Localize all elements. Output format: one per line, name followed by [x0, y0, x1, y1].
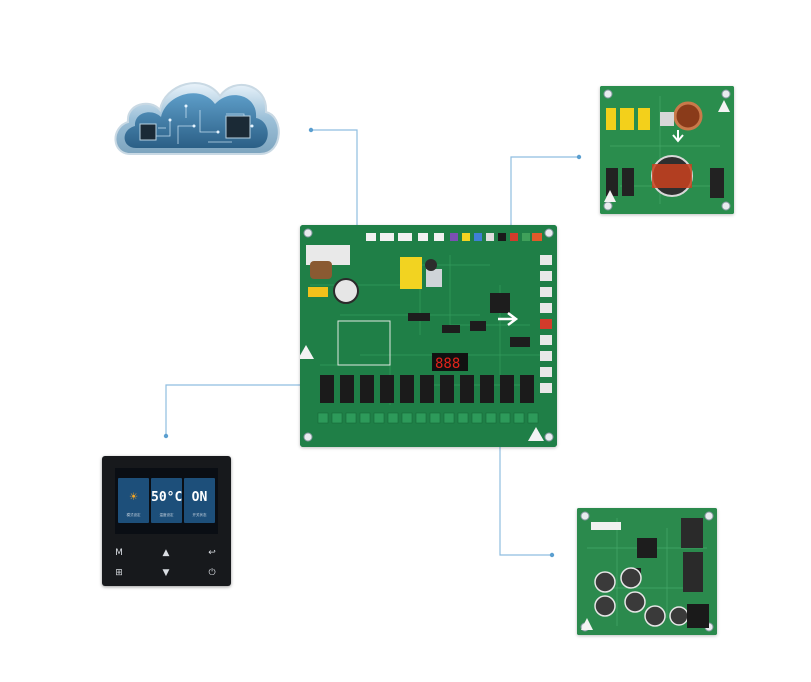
mode-tile[interactable]: ☀ 模式设定 [118, 478, 149, 523]
temperature-tile-caption: 温度设定 [159, 513, 174, 517]
wired-controller: ☀ 模式设定 50°C 温度设定 ON 开关状态 M ▲ ↩ ⊞ ▼ ⏻ [102, 456, 231, 586]
mode-icon[interactable]: M [115, 548, 123, 558]
power-icon[interactable]: ⏻ [208, 568, 216, 578]
connector-dot-drive [549, 552, 555, 558]
up-arrow-icon[interactable]: ▲ [162, 548, 170, 558]
drive-board [577, 508, 717, 635]
connector-filter [510, 156, 579, 232]
mode-tile-caption: 模式设定 [126, 513, 141, 517]
main-control-board: 888 [300, 225, 557, 447]
cloud-circuit-icon [108, 66, 286, 164]
grid-menu-icon[interactable]: ⊞ [115, 568, 123, 578]
connector-dot-cloud [308, 127, 314, 133]
power-status-tile[interactable]: ON 开关状态 [184, 478, 215, 523]
connector-drive [499, 438, 552, 556]
mode-tile-value: ☀ [129, 490, 138, 505]
back-icon[interactable]: ↩ [208, 548, 216, 558]
screen-status-bar [118, 470, 215, 476]
connector-controller [165, 384, 302, 436]
temperature-tile[interactable]: 50°C 温度设定 [151, 478, 182, 523]
screen-footer [118, 524, 215, 531]
svg-text:888: 888 [435, 356, 460, 372]
filter-board [600, 86, 734, 214]
controller-screen: ☀ 模式设定 50°C 温度设定 ON 开关状态 [115, 468, 218, 534]
down-arrow-icon[interactable]: ▼ [162, 568, 170, 578]
power-status-tile-caption: 开关状态 [192, 513, 207, 517]
power-status-tile-value: ON [191, 490, 208, 505]
connector-dot-controller [163, 433, 169, 439]
temperature-tile-value: 50°C [151, 490, 183, 505]
connector-dot-filter [576, 154, 582, 160]
